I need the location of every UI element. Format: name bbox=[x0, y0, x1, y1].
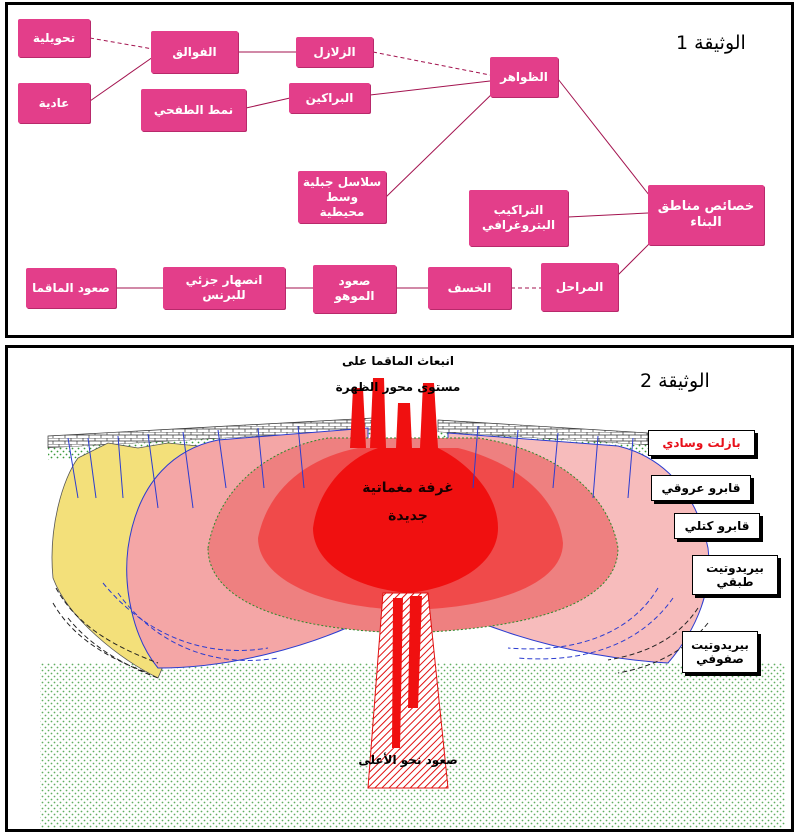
connector-ranges-phenomena bbox=[385, 90, 496, 198]
box-magma-rise: صعود الماقما bbox=[26, 268, 116, 308]
box-phenomena: الظواهر bbox=[490, 57, 558, 97]
magma-chamber-label-line1: غرفة مغماتية bbox=[362, 480, 454, 496]
connector-petro-features bbox=[567, 212, 649, 218]
box-volcanoes: البراكين bbox=[289, 83, 370, 113]
box-stages: المراحل bbox=[541, 263, 618, 311]
axis-emission-label-line1: انبعاث الماقما على bbox=[341, 354, 455, 368]
box-faults: الفوالق bbox=[151, 31, 238, 73]
label-vein-gabbro: قابرو عروقي bbox=[651, 475, 751, 501]
document-1-panel: الوثيقة 1 تحويلية عادية الفوالق الزلازل … bbox=[5, 2, 794, 338]
axis-emission-label-line2: مستوى محور الظهرة bbox=[335, 380, 461, 394]
connector-phenomena-features bbox=[557, 78, 654, 201]
connector-effusive-volcanoes bbox=[245, 97, 291, 109]
box-earthquakes: الزلازل bbox=[296, 37, 373, 67]
document-1-title: الوثيقة 1 bbox=[676, 32, 746, 54]
box-normal: عادية bbox=[18, 83, 90, 123]
connector-transform-faults bbox=[89, 37, 154, 50]
connector-normal-faults bbox=[89, 56, 154, 102]
box-subsidence: الخسف bbox=[428, 267, 511, 309]
connector-lines bbox=[89, 37, 657, 289]
box-transform: تحويلية bbox=[18, 19, 90, 57]
label-pillow-basalt: بازلت وسادي bbox=[648, 430, 755, 456]
label-massive-gabbro: قابرو كتلي bbox=[674, 513, 760, 539]
upwelling-conduit bbox=[367, 592, 449, 789]
document-2-title: الوثيقة 2 bbox=[640, 370, 710, 392]
upward-rise-label: صعود نحو الأعلى bbox=[358, 753, 458, 767]
box-effusive: نمط الطفحي bbox=[141, 89, 246, 131]
document-2-panel: الوثيقة 2 انبعاث الماقما على مستوى محور … bbox=[5, 345, 794, 832]
connector-volcanoes-phenomena bbox=[369, 80, 491, 96]
connector-earthquakes-phenomena bbox=[372, 51, 491, 76]
magma-chamber-label-line2: جديدة bbox=[388, 508, 428, 524]
magma-chamber bbox=[313, 448, 498, 593]
